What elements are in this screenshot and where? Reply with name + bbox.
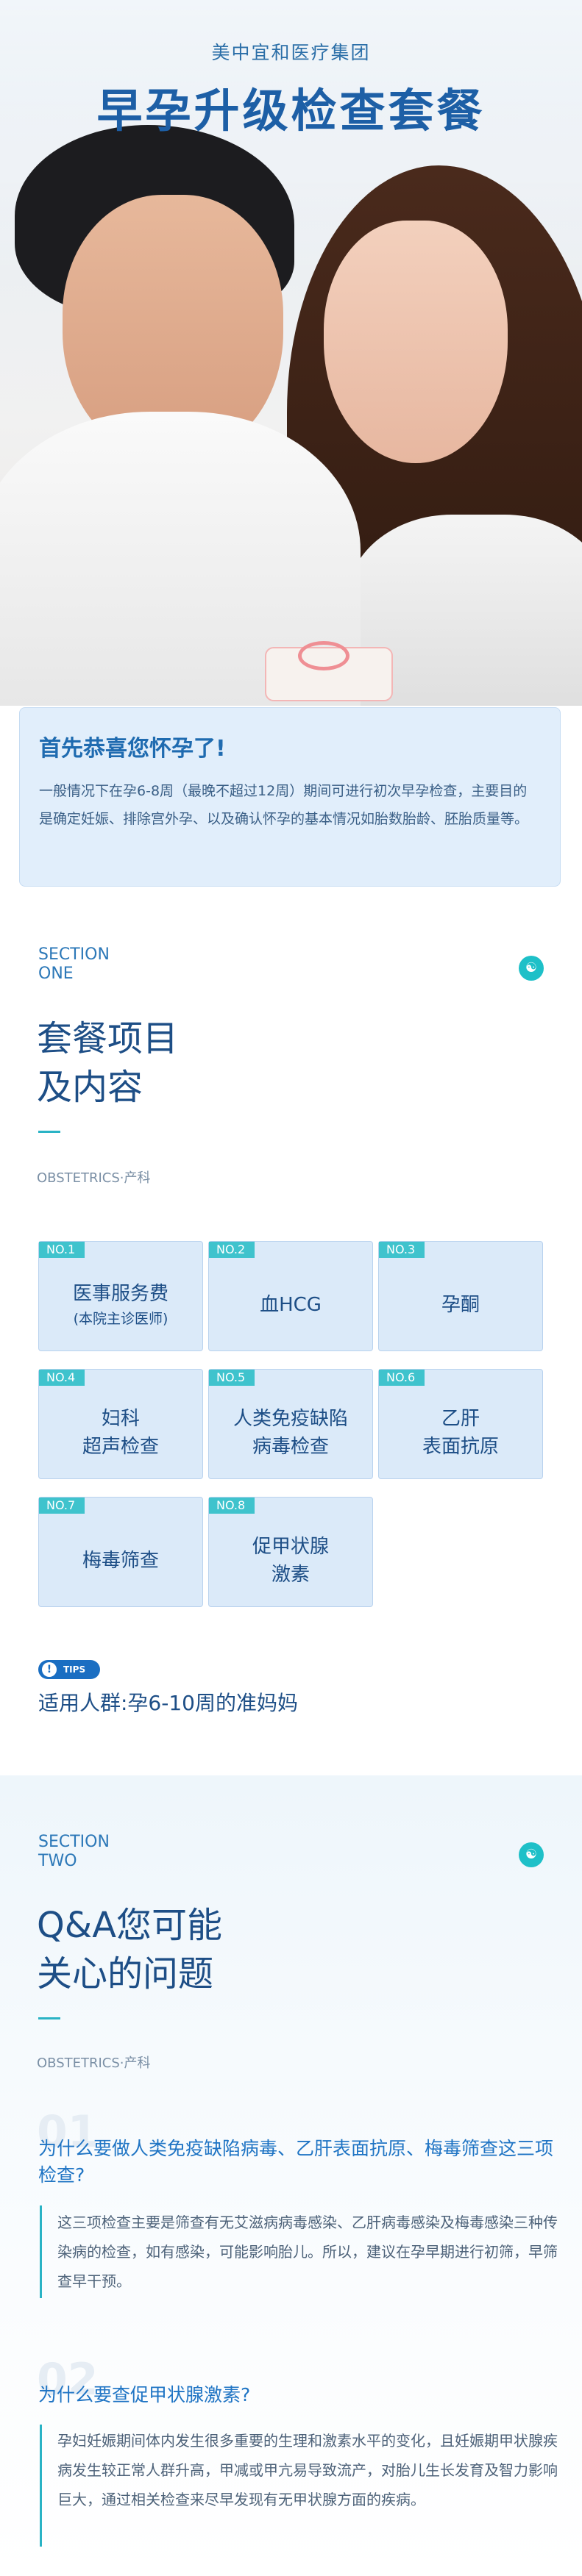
qa-question: 为什么要做人类免疫缺陷病毒、乙肝表面抗原、梅毒筛查这三项检查? — [38, 2138, 554, 2186]
item-number-badge: NO.3 — [379, 1242, 425, 1258]
qa-number: 02 — [37, 2354, 99, 2405]
item-name: 血HCG — [260, 1294, 322, 1316]
item-name: 乙肝 表面抗原 — [422, 1408, 499, 1458]
section-one-tag: SECTION ONE — [38, 945, 110, 984]
gift-ribbon — [298, 641, 349, 670]
section-title-line1: Q&A您可能 — [37, 1905, 223, 1946]
item-name: 孕酮 — [441, 1294, 480, 1316]
tips-badge: ! TIPS — [38, 1660, 100, 1679]
section-tag-line1: SECTION — [38, 945, 110, 964]
qa-number: 01 — [37, 2106, 99, 2158]
section-two-title: Q&A您可能 关心的问题 — [37, 1901, 222, 1998]
package-item: NO.6 乙肝 表面抗原 — [378, 1369, 543, 1479]
item-number-badge: NO.5 — [209, 1370, 255, 1386]
section-one-title: 套餐项目 及内容 — [37, 1015, 178, 1112]
qa-answer: 孕妇妊娠期间体内发生很多重要的生理和激素水平的变化，且妊娠期甲状腺疾病发生较正常… — [57, 2432, 558, 2508]
section-subtitle: OBSTETRICS·产科 — [37, 2056, 151, 2071]
page-title: 早孕升级检查套餐 — [96, 84, 486, 137]
package-item: NO.4 妇科 超声检查 — [38, 1369, 203, 1479]
tips-label: TIPS — [63, 1664, 86, 1675]
section-logo-icon: ☯ — [519, 1842, 544, 1867]
qa-accent-bar — [40, 2205, 42, 2298]
qa-accent-bar — [40, 2425, 42, 2547]
exclamation-icon: ! — [42, 1662, 57, 1677]
section-two-background — [0, 1775, 582, 2576]
package-item: NO.5 人类免疫缺陷 病毒检查 — [208, 1369, 373, 1479]
package-item: NO.1 医事服务费 (本院主诊医师) — [38, 1241, 203, 1351]
section-tag-line2: TWO — [38, 1852, 77, 1870]
item-number-badge: NO.2 — [209, 1242, 255, 1258]
package-item: NO.8 促甲状腺 激素 — [208, 1497, 373, 1607]
item-name: 人类免疫缺陷 病毒检查 — [233, 1408, 348, 1458]
item-name: 医事服务费 — [72, 1283, 168, 1305]
section-tag-line2: ONE — [38, 965, 74, 983]
item-number-badge: NO.6 — [379, 1370, 425, 1386]
item-number-badge: NO.4 — [39, 1370, 85, 1386]
item-number-badge: NO.8 — [209, 1498, 255, 1514]
brand-name: 美中宜和医疗集团 — [211, 42, 371, 63]
qa-answer: 这三项检查主要是筛查有无艾滋病病毒感染、乙肝病毒感染及梅毒感染三种传染病的检查，… — [57, 2214, 558, 2290]
congrats-title: 首先恭喜您怀孕了! — [39, 736, 226, 762]
section-logo-icon: ☯ — [519, 956, 544, 981]
item-name: 妇科 超声检查 — [82, 1408, 159, 1458]
package-item: NO.7 梅毒筛查 — [38, 1497, 203, 1607]
package-item: NO.3 孕酮 — [378, 1241, 543, 1351]
item-name: 促甲状腺 激素 — [252, 1536, 329, 1586]
item-name: 梅毒筛查 — [82, 1550, 159, 1572]
qa-question: 为什么要查促甲状腺激素? — [38, 2384, 251, 2405]
section-divider — [38, 2017, 60, 2019]
item-note: (本院主诊医师) — [73, 1311, 168, 1327]
section-divider — [38, 1131, 60, 1133]
section-two-tag: SECTION TWO — [38, 1833, 110, 1871]
item-number-badge: NO.1 — [39, 1242, 85, 1258]
section-title-line1: 套餐项目 — [37, 1018, 179, 1059]
section-tag-line1: SECTION — [38, 1833, 110, 1851]
congrats-card: 首先恭喜您怀孕了! 一般情况下在孕6-8周（最晚不超过12周）期间可进行初次早孕… — [19, 707, 561, 887]
hero-banner — [0, 0, 582, 706]
section-title-line2: 关心的问题 — [37, 1953, 214, 1994]
section-title-line2: 及内容 — [37, 1067, 143, 1108]
woman-face — [324, 221, 508, 463]
tips-text: 适用人群:孕6-10周的准妈妈 — [38, 1691, 298, 1715]
congrats-text: 一般情况下在孕6-8周（最晚不超过12周）期间可进行初次早孕检查，主要目的是确定… — [39, 783, 529, 827]
package-item: NO.2 血HCG — [208, 1241, 373, 1351]
section-subtitle: OBSTETRICS·产科 — [37, 1170, 151, 1186]
item-number-badge: NO.7 — [39, 1498, 85, 1514]
